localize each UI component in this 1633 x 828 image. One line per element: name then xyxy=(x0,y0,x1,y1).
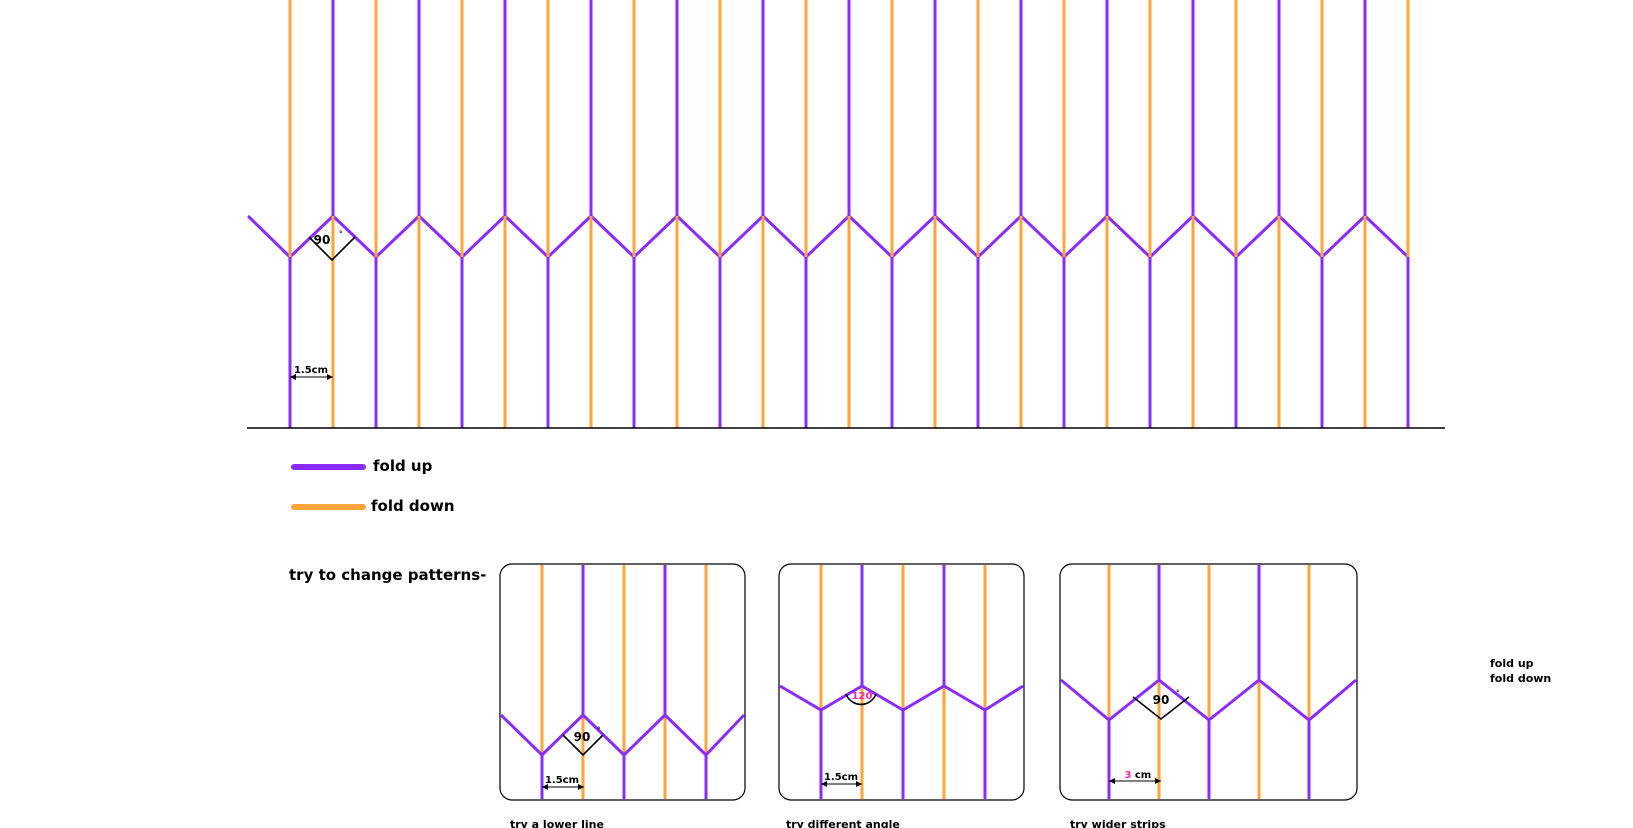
main-width-dimension: 1.5cm xyxy=(290,365,333,380)
panel-different-angle-caption: try different angle xyxy=(786,818,900,828)
side-legend-fold-up: fold up xyxy=(1490,657,1534,670)
panel-lower-line-angle-label: 90 xyxy=(574,730,591,744)
panel-lower-line-caption: try a lower line xyxy=(510,818,604,828)
panel-lower-line-angle-unit: ° xyxy=(597,726,601,734)
patterns-heading: try to change patterns- xyxy=(289,566,486,584)
panel-wider-strips-angle-unit: ° xyxy=(1176,689,1180,697)
panel-different-angle-angle-label: 120 xyxy=(852,691,873,702)
main-zigzag-line xyxy=(246,213,1410,260)
panel-wider-strips-width-unit: cm xyxy=(1135,770,1151,781)
panel-wider-strips-caption: try wider strips xyxy=(1070,818,1166,828)
panel-wider-strips-width-number: 3 xyxy=(1125,770,1132,781)
panel-wider-strips-angle-label: 90 xyxy=(1153,693,1170,707)
panel-different-angle-creases xyxy=(779,565,1024,799)
side-legend-fold-down: fold down xyxy=(1490,672,1551,685)
panel-different-angle-width-label: 1.5cm xyxy=(824,772,858,783)
panel-lower-line-creases xyxy=(499,565,746,799)
panel-wider-strips: 90 ° 3 cm try wider strips xyxy=(1059,563,1358,828)
side-legend: fold up fold down xyxy=(1490,657,1551,685)
legend-fold-down-label: fold down xyxy=(371,497,455,515)
main-angle-unit: ° xyxy=(339,230,343,238)
panel-lower-line: 90 ° 1.5cm try a lower line xyxy=(499,563,746,828)
legend: fold up fold down xyxy=(291,457,455,515)
main-angle-marker: 90 ° xyxy=(308,230,356,262)
legend-fold-up-label: fold up xyxy=(373,457,433,475)
panel-different-angle-zigzag-line xyxy=(779,684,1024,712)
main-angle-label: 90 xyxy=(314,233,331,247)
main-crease-pattern xyxy=(246,0,1445,429)
main-fold-up-lines xyxy=(246,0,1410,428)
panel-different-angle: 120 1.5cm try different angle xyxy=(778,563,1025,828)
panel-lower-line-zigzag-line xyxy=(499,712,746,758)
panel-wider-strips-creases xyxy=(1060,565,1357,799)
panel-lower-line-width-label: 1.5cm xyxy=(545,775,579,786)
panel-wider-strips-zigzag-line xyxy=(1060,678,1357,722)
main-width-label: 1.5cm xyxy=(294,365,328,376)
main-fold-down-lines xyxy=(288,0,1410,428)
